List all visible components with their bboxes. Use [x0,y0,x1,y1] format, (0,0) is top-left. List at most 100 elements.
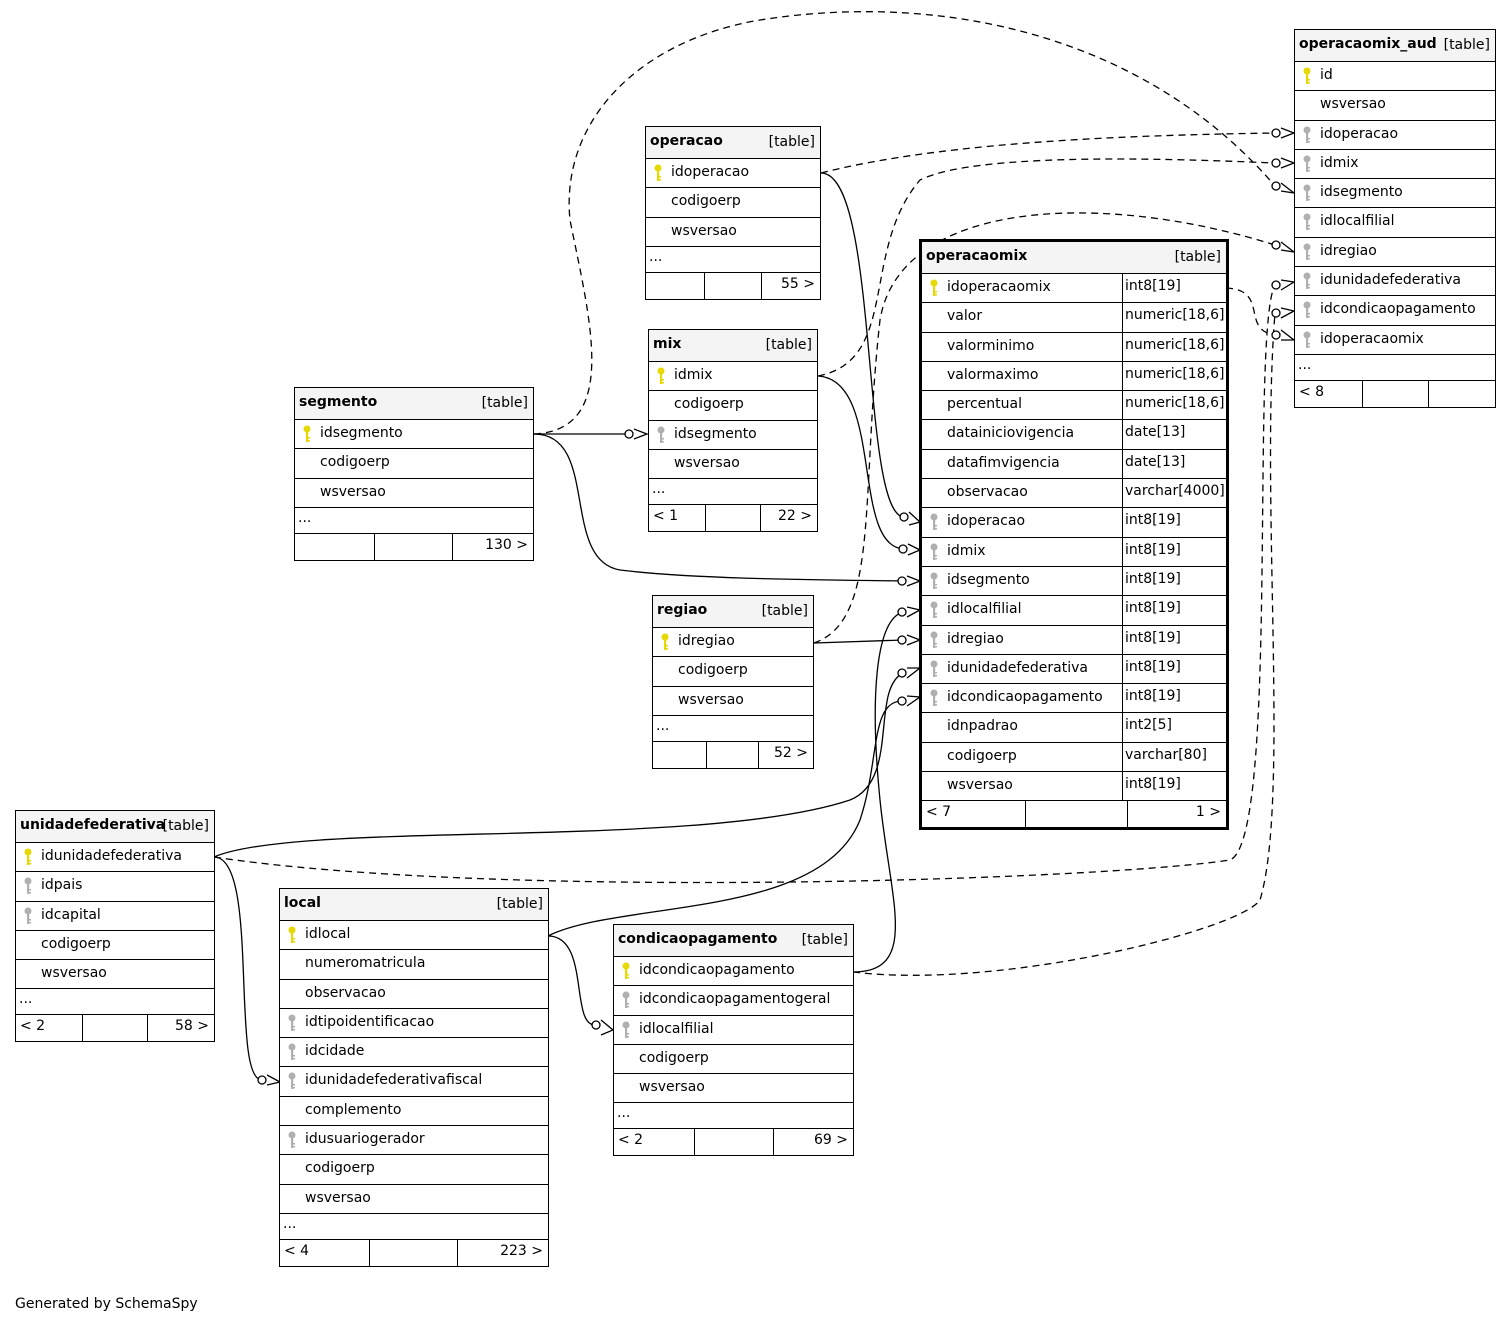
foreign-key-icon [1302,155,1312,173]
column-row[interactable]: idoperacao [646,159,820,189]
column-row[interactable]: idusuariogerador [280,1126,548,1156]
children-count[interactable] [1428,381,1495,407]
column-row[interactable]: idcondicaopagamento [614,957,853,987]
column-row[interactable]: wsversao [280,1185,548,1214]
column-row[interactable]: idcondicaopagamento [1295,296,1495,326]
column-row[interactable]: codigoerp [649,391,817,421]
column-row[interactable]: codigoerp [295,449,533,479]
column-name: wsversao [1320,96,1386,113]
column-name: idcondicaopagamento [947,689,1103,706]
children-count[interactable]: 130 > [485,536,528,553]
column-name: idlocalfilial [947,601,1022,618]
column-row[interactable]: idmix [1295,150,1495,180]
column-row[interactable]: idoperacao [1295,121,1495,150]
edge-mix-aud [817,158,1276,377]
column-row[interactable]: idunidadefederativafiscal [280,1067,548,1097]
column-row[interactable]: idoperacaomix [1295,326,1495,355]
column-row[interactable]: idregiao [1295,238,1495,268]
column-row[interactable]: wsversao [16,960,214,990]
table-unidadefederativa[interactable]: unidadefederativa[table]idunidadefederat… [15,810,215,1043]
parents-count[interactable] [646,273,704,299]
children-count[interactable]: 52 > [774,744,808,761]
children-count[interactable]: 1 > [1195,804,1221,821]
column-name: codigoerp [320,454,390,471]
column-row[interactable]: codigoerp [646,188,820,218]
column-row[interactable]: codigoerp [653,657,813,687]
column-row[interactable]: codigoerp [280,1155,548,1185]
table-condicaopagamento[interactable]: condicaopagamento[table]idcondicaopagame… [613,924,854,1157]
column-row[interactable]: id [1295,62,1495,92]
column-row[interactable]: codigoerp [614,1045,853,1075]
column-row[interactable]: wsversao [614,1074,853,1104]
column-row[interactable]: codigoerp [16,931,214,961]
column-row[interactable]: idtipoidentificacao [280,1009,548,1039]
column-row[interactable]: wsversao [649,450,817,480]
parents-count[interactable]: < 8 [1299,383,1325,400]
column-row[interactable]: idcapital [16,902,214,931]
column-row[interactable]: idunidadefederativa [16,843,214,873]
column-row[interactable]: idlocalfilial [1295,208,1495,238]
primary-key-icon [660,633,670,651]
parents-count[interactable] [295,534,374,560]
column-name: codigoerp [305,1160,375,1177]
column-row[interactable]: wsversao [653,687,813,716]
parents-count[interactable] [653,742,706,768]
column-row[interactable]: idregiao [653,628,813,658]
parents-count[interactable]: < 2 [618,1132,644,1149]
column-row[interactable]: idlocalfilial [614,1016,853,1045]
column-row[interactable]: idunidadefederativa [1295,267,1495,297]
table-segmento[interactable]: segmento[table]idsegmento codigoerp wsvers… [294,387,534,561]
children-count[interactable]: 69 > [814,1132,848,1149]
parents-count[interactable]: < 2 [20,1018,46,1035]
column-row[interactable]: idlocal [280,921,548,951]
parents-count[interactable]: < 1 [653,508,679,525]
children-count[interactable]: 55 > [781,275,815,292]
column-row[interactable]: numeromatricula [280,950,548,980]
children-count[interactable]: 223 > [500,1242,543,1259]
children-count[interactable]: 58 > [175,1018,209,1035]
column-row[interactable]: wsversao [1295,91,1495,121]
table-header: segmento[table] [295,388,533,420]
column-row[interactable]: observacao [280,980,548,1009]
parents-count[interactable]: < 4 [284,1242,310,1259]
column-row[interactable]: idsegmento [295,420,533,450]
column-row[interactable]: complemento [280,1097,548,1127]
column-row[interactable]: idmix [649,362,817,392]
column-row[interactable]: idcidade [280,1038,548,1068]
column-type: varchar[80] [1122,742,1226,772]
column-row[interactable]: idsegmento [649,421,817,450]
column-row[interactable]: idsegmento [1295,179,1495,209]
foreign-key-icon [23,877,33,895]
table-footer: 55 > [646,272,820,299]
column-row[interactable]: wsversao [646,218,820,247]
column-row[interactable]: wsversao [295,479,533,508]
parents-count[interactable]: < 7 [926,804,952,821]
column-row[interactable]: idpais [16,872,214,902]
children-count[interactable]: 22 > [778,508,812,525]
column-row[interactable]: idcondicaopagamentogeral [614,986,853,1016]
